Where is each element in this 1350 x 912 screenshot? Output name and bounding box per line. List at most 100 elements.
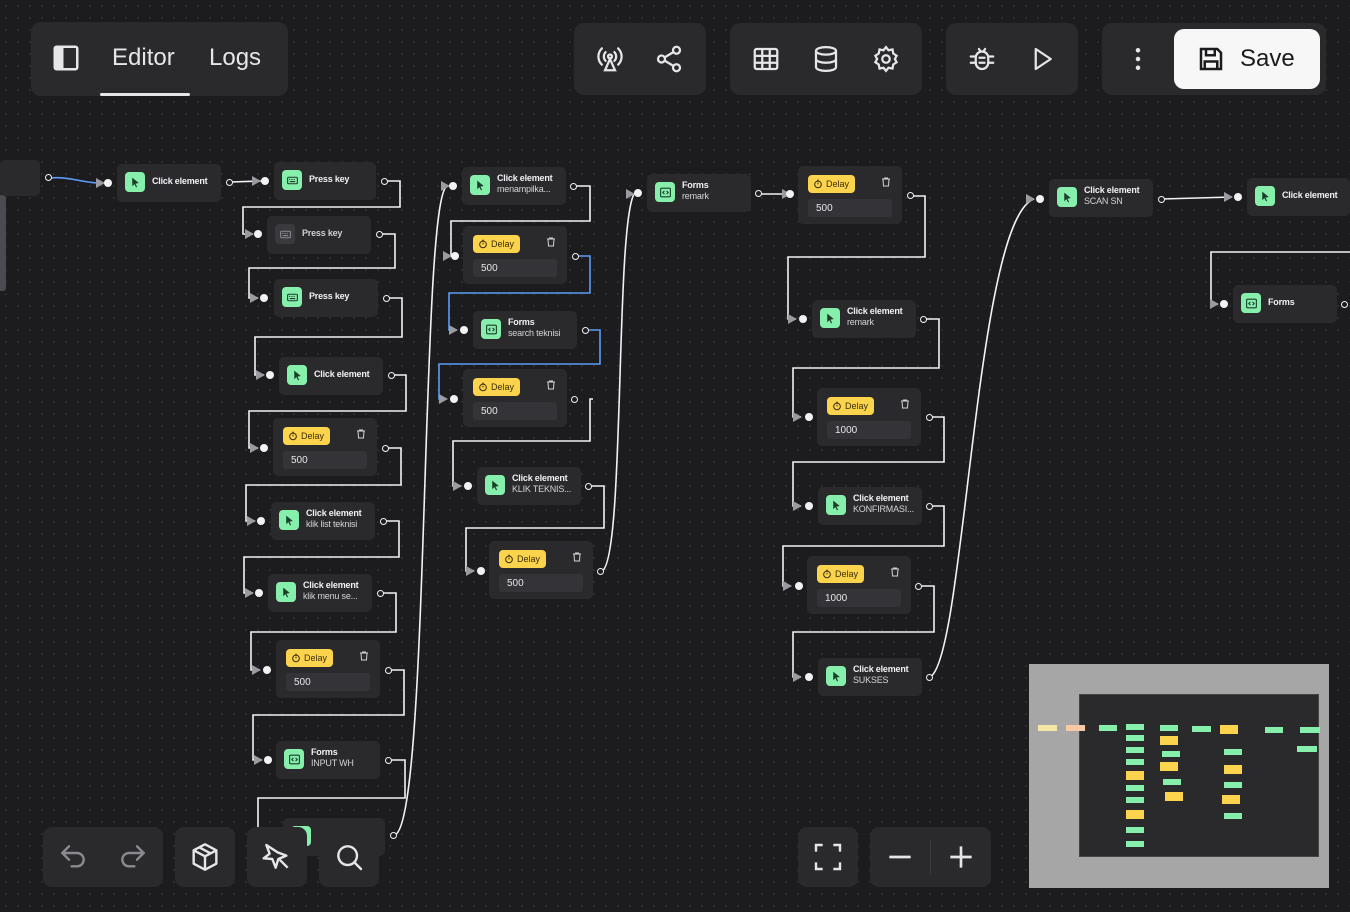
- trash-icon[interactable]: [545, 379, 557, 391]
- trash-icon[interactable]: [545, 236, 557, 248]
- broadcast-button[interactable]: [588, 37, 632, 81]
- node-input-port[interactable]: [477, 567, 485, 575]
- node-input-port[interactable]: [449, 182, 457, 190]
- node-click-element[interactable]: Click element: [1247, 178, 1350, 216]
- node-press-key-disabled[interactable]: Press key: [267, 216, 371, 254]
- trash-icon[interactable]: [880, 176, 892, 188]
- node-output-port[interactable]: [45, 174, 52, 181]
- node-output-port[interactable]: [381, 178, 388, 185]
- sidebar-toggle-button[interactable]: [44, 36, 88, 80]
- trash-icon[interactable]: [358, 650, 370, 662]
- node-delay[interactable]: Delay 500: [489, 541, 593, 599]
- node-input-port[interactable]: [450, 395, 458, 403]
- trash-icon[interactable]: [355, 428, 367, 440]
- node-delay[interactable]: Delay 1000: [807, 556, 911, 614]
- node-output-port[interactable]: [1341, 301, 1348, 308]
- node-input-port[interactable]: [805, 502, 813, 510]
- node-input-port[interactable]: [266, 371, 274, 379]
- minimap-viewport[interactable]: [1079, 694, 1319, 857]
- node-input-port[interactable]: [1234, 193, 1242, 201]
- zoom-out-button[interactable]: [870, 827, 930, 887]
- node-output-port[interactable]: [388, 372, 395, 379]
- node-click-element[interactable]: Click element klik menu se...: [268, 574, 372, 612]
- node-click-element[interactable]: Click element SCAN SN: [1049, 179, 1153, 217]
- delay-value-input[interactable]: 500: [286, 673, 370, 691]
- node-press-key[interactable]: Press key: [274, 279, 378, 317]
- node-input-port[interactable]: [805, 673, 813, 681]
- node-output-port[interactable]: [926, 674, 933, 681]
- zoom-in-button[interactable]: [931, 827, 991, 887]
- minimap[interactable]: [1029, 664, 1329, 888]
- node-output-port[interactable]: [920, 316, 927, 323]
- undo-button[interactable]: [43, 827, 103, 887]
- delay-value-input[interactable]: 500: [283, 451, 367, 469]
- node-click-element[interactable]: Click element SUKSES: [818, 658, 922, 696]
- node-output-port[interactable]: [1158, 196, 1165, 203]
- run-button[interactable]: [1020, 37, 1064, 81]
- node-output-port[interactable]: [390, 832, 397, 839]
- node-output-port[interactable]: [926, 414, 933, 421]
- node-input-port[interactable]: [261, 177, 269, 185]
- node-input-port[interactable]: [260, 444, 268, 452]
- delay-value-input[interactable]: 500: [808, 199, 892, 217]
- partial-node[interactable]: [0, 160, 40, 196]
- node-input-port[interactable]: [263, 666, 271, 674]
- node-output-port[interactable]: [376, 231, 383, 238]
- search-button[interactable]: [319, 827, 379, 887]
- node-input-port[interactable]: [104, 179, 112, 187]
- trash-icon[interactable]: [899, 398, 911, 410]
- auto-arrange-button[interactable]: [247, 827, 307, 887]
- node-forms[interactable]: Forms: [1233, 285, 1337, 323]
- node-output-port[interactable]: [571, 396, 578, 403]
- node-click-element[interactable]: Click element: [117, 164, 221, 202]
- tab-logs[interactable]: Logs: [209, 44, 262, 71]
- node-output-port[interactable]: [385, 757, 392, 764]
- left-panel-edge[interactable]: [0, 195, 6, 291]
- node-click-element[interactable]: Click element KONFIRMASI...: [818, 487, 922, 525]
- node-delay[interactable]: Delay 500: [463, 369, 567, 427]
- node-input-port[interactable]: [799, 315, 807, 323]
- fit-view-button[interactable]: [798, 827, 858, 887]
- save-button[interactable]: Save: [1174, 29, 1320, 89]
- node-delay[interactable]: Delay 500: [463, 226, 567, 284]
- node-output-port[interactable]: [226, 179, 233, 186]
- delay-value-input[interactable]: 1000: [817, 589, 901, 607]
- node-input-port[interactable]: [634, 189, 642, 197]
- node-input-port[interactable]: [795, 582, 803, 590]
- node-output-port[interactable]: [572, 253, 579, 260]
- node-output-port[interactable]: [926, 503, 933, 510]
- node-delay[interactable]: Delay 500: [273, 418, 377, 476]
- node-delay[interactable]: Delay 500: [276, 640, 380, 698]
- share-button[interactable]: [647, 37, 691, 81]
- delay-value-input[interactable]: 500: [473, 402, 557, 420]
- more-options-button[interactable]: [1116, 37, 1160, 81]
- node-input-port[interactable]: [464, 482, 472, 490]
- node-output-port[interactable]: [597, 568, 604, 575]
- node-click-element[interactable]: Click element menampilka...: [462, 167, 566, 205]
- node-forms[interactable]: Forms remark: [647, 174, 751, 212]
- settings-button[interactable]: [864, 37, 908, 81]
- node-output-port[interactable]: [582, 327, 589, 334]
- node-output-port[interactable]: [380, 518, 387, 525]
- node-click-element[interactable]: Click element: [279, 357, 383, 395]
- node-output-port[interactable]: [385, 667, 392, 674]
- delay-value-input[interactable]: 500: [499, 574, 583, 592]
- trash-icon[interactable]: [889, 566, 901, 578]
- node-output-port[interactable]: [755, 190, 762, 197]
- node-click-element[interactable]: Click element klik list teknisi: [271, 502, 375, 540]
- node-delay[interactable]: Delay 1000: [817, 388, 921, 446]
- node-output-port[interactable]: [907, 192, 914, 199]
- delay-value-input[interactable]: 500: [473, 259, 557, 277]
- node-input-port[interactable]: [451, 252, 459, 260]
- redo-button[interactable]: [103, 827, 163, 887]
- database-button[interactable]: [804, 37, 848, 81]
- node-input-port[interactable]: [1220, 300, 1228, 308]
- node-click-element[interactable]: Click element KLIK TEKNIS...: [477, 467, 581, 505]
- node-input-port[interactable]: [257, 517, 265, 525]
- node-input-port[interactable]: [254, 230, 262, 238]
- node-output-port[interactable]: [585, 483, 592, 490]
- node-input-port[interactable]: [255, 589, 263, 597]
- node-input-port[interactable]: [1036, 195, 1044, 203]
- packages-button[interactable]: [175, 827, 235, 887]
- node-forms[interactable]: Forms search teknisi: [473, 311, 577, 349]
